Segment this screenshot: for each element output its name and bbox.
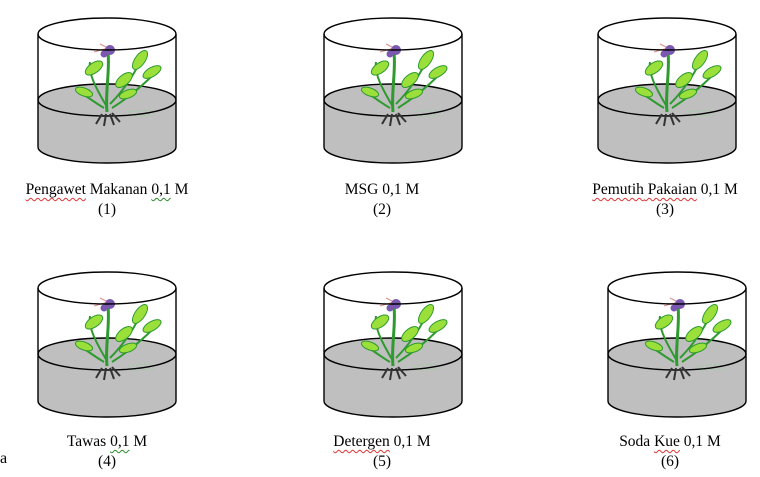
plant [74,43,162,127]
plant [360,297,448,381]
beaker-caption-1: Pengawet Makanan 0,1 M(1) [0,180,227,220]
beaker-rim [597,17,737,51]
label-fragment: M [129,433,148,450]
label-fragment: Pengawet [25,181,86,198]
label-fragment: 0,1 [151,181,171,198]
beaker-bottom [323,146,463,164]
beaker-rim [37,271,177,305]
beaker-3 [592,12,742,164]
beaker-1 [32,12,182,164]
solution-label: Tawas 0,1 M [0,432,227,452]
beaker-caption-5: Detergen 0,1 M(5) [262,432,502,472]
beaker-rim [323,17,463,51]
beaker-number: (1) [97,201,117,218]
beaker-5 [318,266,468,418]
beaker-6 [602,266,752,418]
beaker-bottom [607,400,747,418]
plant [360,43,448,127]
solution-label: Detergen 0,1 M [262,432,502,452]
solution-label: Soda Kue 0,1 M [550,432,760,452]
label-fragment: Soda [619,433,655,450]
beaker-caption-2: MSG 0,1 M (2) [262,180,502,220]
label-fragment: M [170,181,189,198]
label-fragment: MSG 0,1 M [344,181,420,198]
label-fragment: 0,1 [110,433,130,450]
label-fragment: Tawas [66,433,111,450]
beaker-bottom [37,146,177,164]
beaker-bottom [597,146,737,164]
solution-label: Pemutih Pakaian 0,1 M [545,180,760,200]
label-fragment: Pakaian [643,181,697,198]
beaker-4 [32,266,182,418]
beaker-number: (3) [655,201,675,218]
label-fragment: Detergen [333,433,390,450]
label-fragment: Pemutih [592,181,644,198]
beaker-caption-6: Soda Kue 0,1 M(6) [550,432,760,472]
beaker-rim [607,271,747,305]
beaker-caption-3: Pemutih Pakaian 0,1 M(3) [545,180,760,220]
beaker-number: (4) [97,453,117,470]
beaker-number: (5) [372,453,392,470]
label-fragment: 0,1 M [696,181,738,198]
beaker-rim [323,271,463,305]
beaker-bottom [37,400,177,418]
label-fragment: Kue [654,433,680,450]
solution-label: MSG 0,1 M [262,180,502,200]
label-fragment: 0,1 M [679,433,721,450]
beaker-number: (2) [372,201,392,218]
beaker-caption-4: Tawas 0,1 M(4) [0,432,227,472]
stray-character: a [0,450,8,467]
beaker-number: (6) [660,453,680,470]
solution-label: Pengawet Makanan 0,1 M [0,180,227,200]
beaker-rim [37,17,177,51]
label-fragment: Makanan [85,181,152,198]
label-fragment: 0,1 M [389,433,431,450]
plant [74,297,162,381]
beaker-2 [318,12,468,164]
beaker-bottom [323,400,463,418]
plant [634,43,722,127]
